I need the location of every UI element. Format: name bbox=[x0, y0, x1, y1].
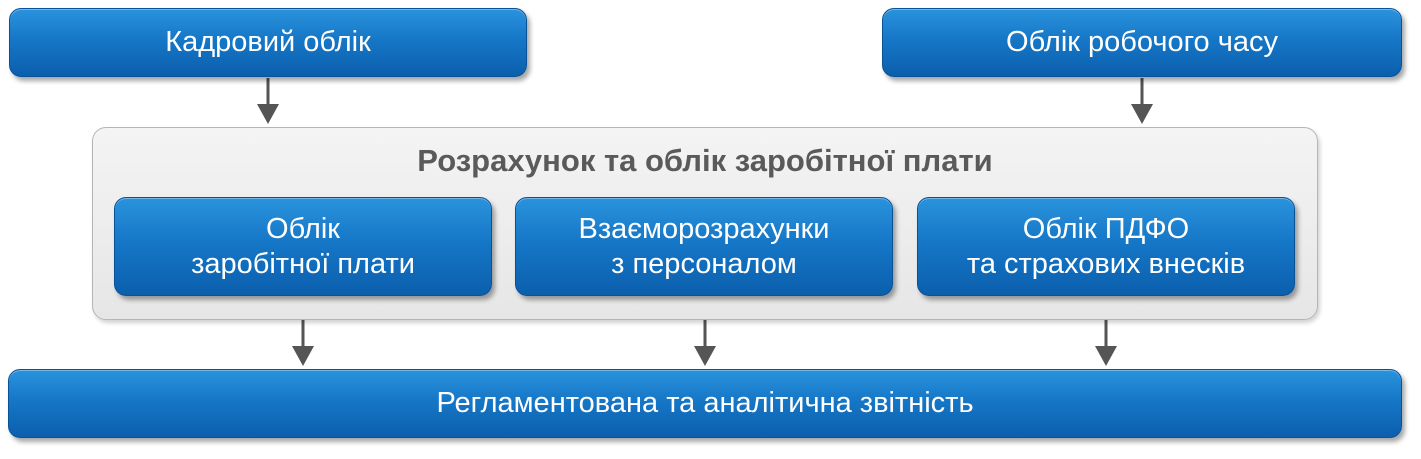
tax-contributions-module: Облік ПДФО та страхових внесків bbox=[917, 197, 1295, 296]
work-time-accounting-box: Облік робочого часу bbox=[882, 8, 1402, 77]
arrow-hr-to-payroll bbox=[257, 78, 279, 124]
payroll-container-title: Розрахунок та облік заробітної плати bbox=[417, 143, 993, 178]
payroll-accounting-module: Облік заробітної плати bbox=[114, 197, 492, 296]
arrow-payroll-to-reporting-3 bbox=[1095, 320, 1117, 366]
reporting-box: Регламентована та аналітична звітність bbox=[8, 369, 1402, 438]
arrow-payroll-to-reporting-2 bbox=[694, 320, 716, 366]
hr-accounting-box: Кадровий облік bbox=[9, 8, 527, 77]
arrow-time-to-payroll bbox=[1131, 78, 1153, 124]
arrow-payroll-to-reporting-1 bbox=[292, 320, 314, 366]
employee-settlements-module: Взаєморозрахунки з персоналом bbox=[515, 197, 893, 296]
